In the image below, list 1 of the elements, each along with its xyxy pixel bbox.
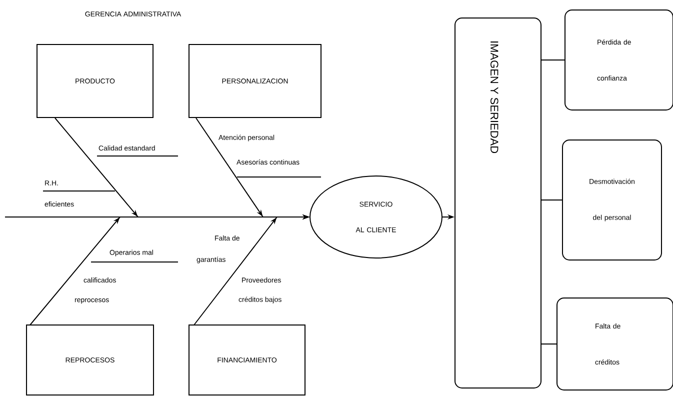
result-box: IMAGEN Y SERIEDAD — [454, 18, 542, 388]
